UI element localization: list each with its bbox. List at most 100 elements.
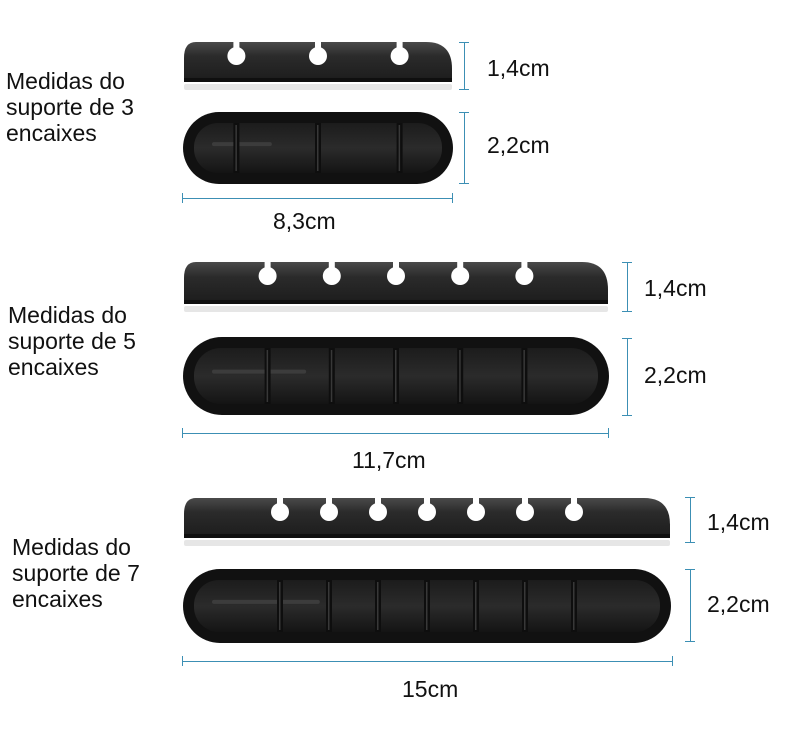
slot-opening xyxy=(328,260,335,270)
length-dim-tick xyxy=(452,193,453,203)
width-label: 2,2cm xyxy=(707,591,770,617)
group-label: Medidas do suporte de 3 encaixes xyxy=(6,68,134,146)
slot-hole xyxy=(320,503,338,521)
slot-hole xyxy=(271,503,289,521)
top-view-3 xyxy=(183,112,453,184)
divider-highlight xyxy=(377,582,379,630)
top-view-7 xyxy=(183,569,671,643)
slot-opening xyxy=(473,496,479,506)
divider-highlight xyxy=(330,350,333,402)
channel-highlight xyxy=(212,369,307,374)
length-dim-tick xyxy=(672,656,673,666)
length-dim-tick xyxy=(182,428,183,438)
label-line: encaixes xyxy=(6,120,97,146)
divider-highlight xyxy=(475,582,477,630)
divider-highlight xyxy=(523,350,525,402)
channel-highlight xyxy=(212,599,320,604)
length-dim-line xyxy=(182,433,609,434)
organizer-bottom-edge xyxy=(184,78,452,82)
base-pad xyxy=(184,84,452,90)
slot-opening xyxy=(522,496,528,506)
slot-hole xyxy=(309,47,327,65)
height-dim-tick xyxy=(685,497,695,498)
slot-hole xyxy=(322,267,341,285)
slot-opening xyxy=(326,496,332,506)
width-dim-tick xyxy=(685,569,695,570)
divider-highlight xyxy=(459,350,461,402)
slot-opening xyxy=(277,496,283,506)
divider-highlight xyxy=(524,582,526,630)
slot-hole xyxy=(467,503,485,521)
slot-hole xyxy=(227,47,246,65)
width-label: 2,2cm xyxy=(644,362,707,388)
divider-highlight xyxy=(573,582,575,630)
height-dim-tick xyxy=(459,89,469,90)
length-dim-tick xyxy=(182,193,183,203)
slot-opening xyxy=(424,496,430,506)
height-dim-tick xyxy=(685,542,695,543)
width-dim-line xyxy=(690,569,691,642)
slot-hole xyxy=(369,503,387,521)
height-label: 1,4cm xyxy=(487,55,550,81)
slot-opening xyxy=(571,496,577,506)
slot-hole xyxy=(390,47,409,65)
channel-highlight xyxy=(212,142,272,147)
width-dim-tick xyxy=(459,183,469,184)
divider-highlight xyxy=(317,125,319,171)
slot-opening xyxy=(233,40,240,50)
height-dim-tick xyxy=(622,311,632,312)
slot-opening xyxy=(521,260,528,270)
label-line: encaixes xyxy=(12,586,103,612)
side-view-5 xyxy=(184,260,608,312)
label-line: encaixes xyxy=(8,354,99,380)
group-label: Medidas do suporte de 5 encaixes xyxy=(8,302,136,380)
width-dim-line xyxy=(627,338,628,416)
slot-opening xyxy=(375,496,381,506)
slot-opening xyxy=(457,260,464,270)
width-dim-line xyxy=(464,112,465,184)
length-label: 8,3cm xyxy=(273,208,336,234)
length-label: 11,7cm xyxy=(352,447,426,473)
width-dim-tick xyxy=(622,415,632,416)
divider-highlight xyxy=(426,582,428,630)
top-view-5 xyxy=(183,337,609,415)
slot-hole xyxy=(418,503,436,521)
divider-highlight xyxy=(235,125,237,171)
width-dim-tick xyxy=(685,641,695,642)
label-line: suporte de 7 xyxy=(12,560,140,586)
organizer-bottom-edge xyxy=(184,534,670,538)
label-line: Medidas do xyxy=(6,68,125,94)
divider-highlight xyxy=(328,582,330,630)
group-label: Medidas do suporte de 7 encaixes xyxy=(12,534,140,612)
divider-highlight xyxy=(279,582,281,630)
divider-highlight xyxy=(398,125,401,171)
length-dim-tick xyxy=(182,656,183,666)
divider-highlight xyxy=(395,350,397,402)
slot-hole xyxy=(565,503,583,521)
slot-hole xyxy=(516,503,534,521)
height-dim-line xyxy=(627,262,628,312)
height-label: 1,4cm xyxy=(707,509,770,535)
slot-hole xyxy=(515,267,534,285)
slot-opening xyxy=(315,40,321,50)
length-dim-line xyxy=(182,198,453,199)
length-dim-line xyxy=(182,661,673,662)
slot-opening xyxy=(393,260,399,270)
side-view-7 xyxy=(184,496,670,546)
height-dim-tick xyxy=(459,42,469,43)
label-line: suporte de 3 xyxy=(6,94,134,120)
label-line: Medidas do xyxy=(12,534,131,560)
label-line: Medidas do xyxy=(8,302,127,328)
base-pad xyxy=(184,540,670,546)
organizer-bottom-edge xyxy=(184,300,608,304)
base-pad xyxy=(184,306,608,312)
length-dim-tick xyxy=(608,428,609,438)
slot-hole xyxy=(258,267,277,285)
height-dim-line xyxy=(690,497,691,543)
width-label: 2,2cm xyxy=(487,132,550,158)
width-dim-tick xyxy=(622,338,632,339)
length-label: 15cm xyxy=(402,676,459,702)
side-view-3 xyxy=(184,40,452,90)
slot-hole xyxy=(387,267,405,285)
slot-opening xyxy=(264,260,271,270)
